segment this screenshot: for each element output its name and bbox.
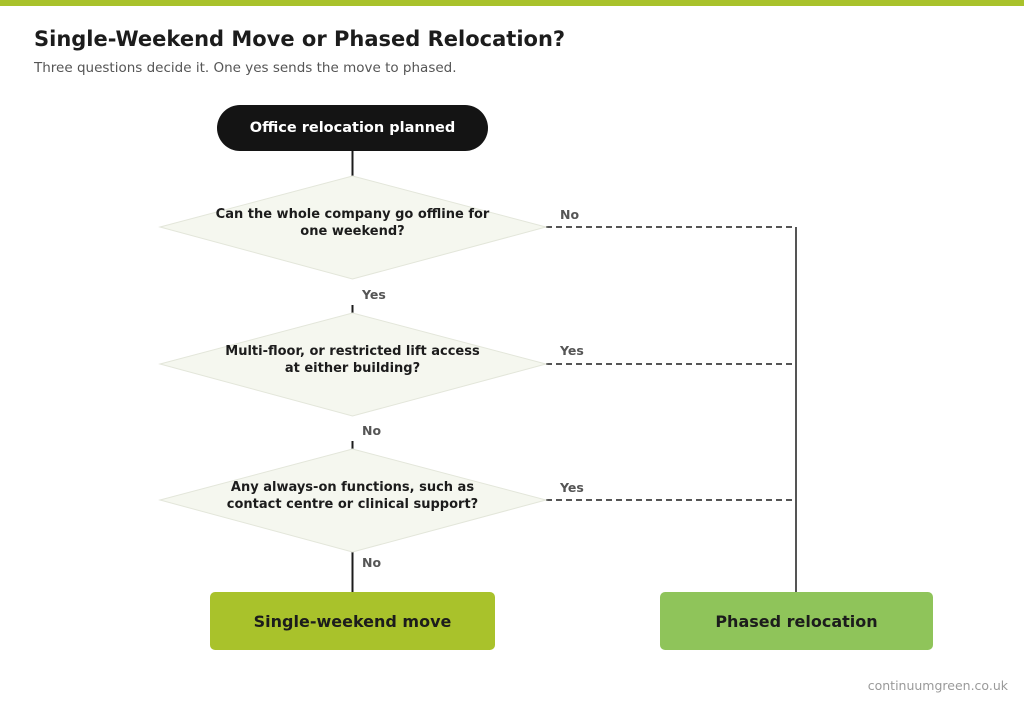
- start-node-shape: [217, 105, 488, 151]
- question-2-line-2: at either building?: [284, 361, 421, 376]
- footer-site: continuumgreen.co.uk: [867, 678, 1008, 693]
- outcome-phased-relocation: Phased relocation: [715, 611, 878, 631]
- question-3-line-2: contact centre or clinical support?: [226, 497, 479, 512]
- question-2-text: Multi-floor, or restricted lift access a…: [190, 343, 515, 377]
- question-2-line-1: Multi-floor, or restricted lift access: [225, 344, 480, 359]
- q3-down-label: No: [362, 555, 382, 570]
- q2-down-label: No: [362, 423, 382, 438]
- outcome-single-weekend: Single-weekend move: [253, 611, 452, 631]
- outcome-phased-shape: [660, 592, 933, 650]
- page-subtitle: Three questions decide it. One yes sends…: [34, 60, 457, 76]
- decision-diamond-2: [158, 312, 548, 417]
- outcome-single-shape: [210, 592, 495, 650]
- decision-diamond-1: [158, 175, 548, 280]
- question-1-line-2: one weekend?: [300, 224, 405, 239]
- decision-diamond-3: [158, 448, 548, 553]
- q1-right-label: No: [560, 207, 580, 222]
- start-node: Office relocation planned: [249, 120, 456, 136]
- question-3-line-1: Any always-on functions, such as: [230, 480, 475, 495]
- q3-right-label: Yes: [560, 480, 584, 495]
- accent-bar: [0, 0, 1024, 6]
- question-1-text: Can the whole company go offline for one…: [190, 206, 515, 240]
- question-3-text: Any always-on functions, such as contact…: [190, 479, 515, 513]
- q2-right-label: Yes: [560, 343, 584, 358]
- page-title: Single-Weekend Move or Phased Relocation…: [34, 27, 566, 51]
- q1-down-label: Yes: [362, 287, 386, 302]
- question-1-line-1: Can the whole company go offline for: [215, 207, 490, 222]
